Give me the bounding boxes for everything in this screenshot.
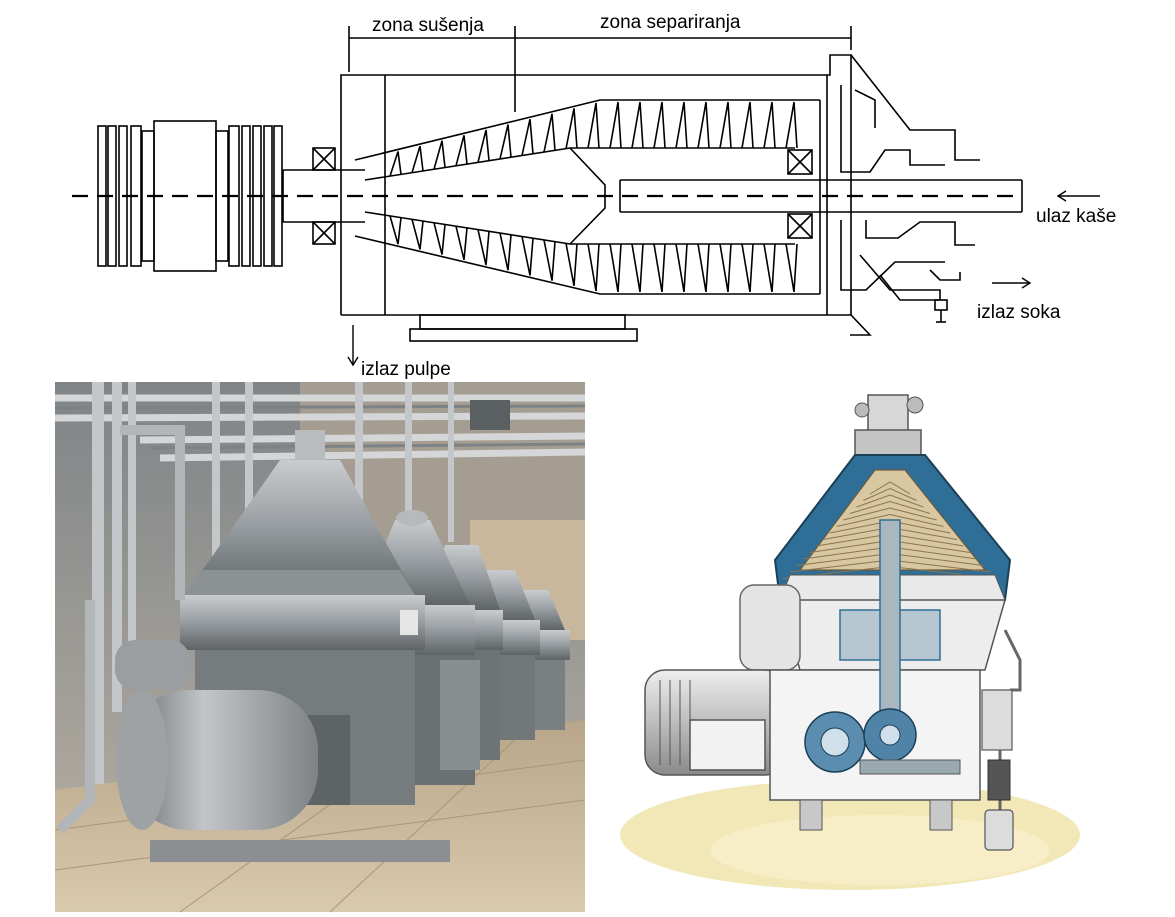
flight-lower bbox=[477, 229, 490, 266]
flight-upper bbox=[653, 101, 666, 149]
label-izlaz-soka: izlaz soka bbox=[977, 302, 1061, 323]
disc-separator-cutaway bbox=[620, 394, 1080, 890]
flight-upper bbox=[565, 108, 578, 149]
separator-disc bbox=[869, 481, 911, 495]
flight-lower bbox=[565, 243, 578, 286]
flight-upper bbox=[741, 101, 754, 149]
flight-lower bbox=[609, 243, 622, 293]
separator-disc bbox=[843, 507, 937, 521]
zone-bracket bbox=[348, 26, 852, 112]
flight-lower bbox=[741, 243, 754, 293]
label-zona-susenja: zona sušenja bbox=[372, 15, 484, 36]
flight-upper bbox=[543, 113, 556, 153]
flight-upper bbox=[411, 145, 424, 173]
flight-upper bbox=[785, 101, 798, 149]
flight-upper bbox=[389, 151, 402, 177]
flight-lower bbox=[499, 232, 512, 271]
flight-lower bbox=[587, 243, 600, 292]
flight-upper bbox=[587, 102, 600, 149]
flight-lower bbox=[719, 243, 732, 293]
separator-disc bbox=[856, 494, 924, 508]
screw-flights bbox=[389, 101, 798, 293]
label-zona-separiranja: zona separiranja bbox=[600, 12, 741, 33]
flight-upper bbox=[719, 101, 732, 149]
flight-lower bbox=[543, 239, 556, 281]
flight-lower bbox=[433, 222, 446, 255]
separator-disc bbox=[863, 487, 917, 501]
outlet-cap bbox=[840, 54, 980, 336]
label-ulaz-kase: ulaz kaše bbox=[1036, 206, 1116, 227]
flight-upper bbox=[433, 140, 446, 170]
flight-upper bbox=[609, 101, 622, 149]
feed-pipe bbox=[619, 179, 1023, 213]
separator-disc bbox=[836, 513, 944, 527]
flight-upper bbox=[675, 101, 688, 149]
housing bbox=[340, 54, 852, 342]
bearings bbox=[312, 147, 813, 245]
flight-lower bbox=[763, 243, 776, 293]
flight-lower bbox=[521, 236, 534, 276]
flow-arrows bbox=[347, 190, 1100, 367]
separator-disc bbox=[849, 500, 931, 514]
separator-front bbox=[115, 430, 425, 830]
flight-upper bbox=[763, 101, 776, 149]
flight-upper bbox=[499, 124, 512, 160]
flight-lower bbox=[785, 243, 798, 293]
decanter-diagram bbox=[72, 26, 1100, 367]
flight-lower bbox=[697, 243, 710, 293]
label-izlaz-pulpe: izlaz pulpe bbox=[361, 359, 451, 380]
flight-lower bbox=[675, 243, 688, 293]
flight-upper bbox=[455, 135, 468, 166]
flight-lower bbox=[631, 243, 644, 293]
flight-lower bbox=[389, 215, 402, 245]
flight-upper bbox=[477, 129, 490, 163]
flight-upper bbox=[521, 118, 534, 156]
flight-lower bbox=[411, 219, 424, 250]
industrial-centrifuge-photo bbox=[54, 382, 586, 913]
flight-upper bbox=[631, 101, 644, 149]
flight-upper bbox=[697, 101, 710, 149]
flight-lower bbox=[653, 243, 666, 293]
flight-lower bbox=[455, 226, 468, 260]
